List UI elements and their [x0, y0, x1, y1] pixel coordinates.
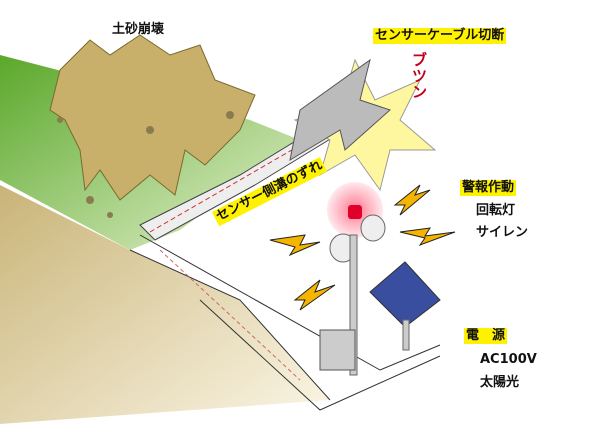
lightning-icons — [269, 184, 456, 311]
label-siren: サイレン — [476, 225, 529, 240]
pole — [349, 234, 358, 376]
solar-panel — [369, 261, 441, 328]
label-solar: 太陽光 — [480, 375, 520, 390]
label-power: 電 源 — [464, 328, 508, 344]
rotating-light — [348, 205, 362, 219]
ground — [0, 185, 330, 424]
label-landslide: 土砂崩壊 — [112, 22, 165, 37]
label-alarm: 警報作動 — [460, 180, 517, 196]
label-ac: AC100V — [480, 352, 537, 367]
label-rotating-light: 回転灯 — [476, 203, 516, 218]
label-cable-cut: センサーケーブル切断 — [373, 28, 507, 44]
label-snap-sound: ブツン — [412, 51, 428, 101]
power-box — [319, 329, 356, 371]
debris — [49, 34, 256, 201]
